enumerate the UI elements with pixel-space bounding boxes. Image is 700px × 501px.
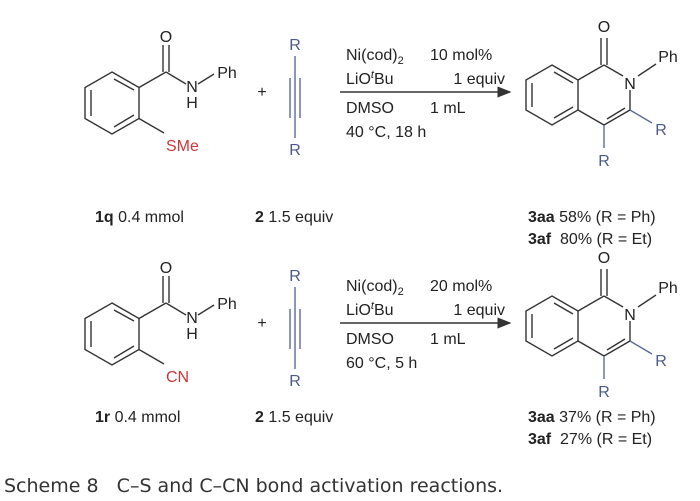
base-suffix: Bu (374, 302, 394, 319)
solvent: DMSO (346, 100, 394, 117)
substrate-label: 1q 0.4 mmol (95, 209, 184, 226)
plus-sign: + (257, 315, 266, 332)
alkyne-r-top: R (289, 268, 301, 285)
product-oxygen: O (598, 250, 610, 267)
base: LiO (346, 71, 371, 88)
yield-3aa: 3aa 58% (R = Ph) (528, 209, 656, 226)
product-r4: R (598, 153, 610, 170)
yield-3af: 3af 80% (R = Et) (528, 231, 652, 248)
product-nitrogen: N (624, 307, 636, 324)
amide-hydrogen: H (186, 95, 198, 112)
alkyne-r-bottom: R (289, 142, 301, 159)
alkyne-label: 2 1.5 equiv (255, 209, 333, 226)
product-r3: R (655, 122, 667, 139)
alkyne-r-bottom: R (289, 373, 301, 390)
solvent-amount: 1 mL (430, 331, 466, 348)
product-phenyl: Ph (658, 49, 678, 66)
base-superscript: t (371, 300, 375, 312)
catalyst: Ni(cod) (346, 278, 398, 295)
svg-text:Ni(cod)2: Ni(cod)2 (346, 47, 404, 67)
alkyne-label: 2 1.5 equiv (255, 409, 333, 426)
leaving-group-label: CN (166, 369, 189, 386)
svg-text:LiOtBu: LiOtBu (346, 69, 394, 88)
yield-3af: 3af 27% (R = Et) (528, 431, 652, 448)
carbonyl-oxygen: O (160, 260, 172, 277)
base-amount: 1 equiv (453, 71, 505, 88)
product-nitrogen: N (624, 76, 636, 93)
catalyst-amount: 10 mol% (430, 47, 492, 64)
conditions: Ni(cod)2 10 mol% LiOtBu 1 equiv DMSO 1 m… (346, 47, 505, 141)
phenyl-label: Ph (217, 296, 237, 313)
carbonyl-oxygen: O (160, 29, 172, 46)
reaction-1: O N H Ph SMe + R R Ni(cod)2 10 mol% LiOt… (85, 19, 678, 248)
svg-text:LiOtBu: LiOtBu (346, 300, 394, 319)
reaction-2: O N H Ph CN + R R Ni(cod)2 20 mol% LiOtB… (85, 250, 678, 448)
amide-hydrogen: H (186, 326, 198, 343)
solvent: DMSO (346, 331, 394, 348)
base-superscript: t (371, 69, 375, 81)
figure-caption: Scheme 8 C–S and C–CN bond activation re… (4, 475, 503, 497)
leaving-group-label: SMe (166, 138, 199, 155)
product-oxygen: O (598, 19, 610, 36)
temperature-time: 40 °C, 18 h (346, 124, 426, 141)
yield-3aa: 3aa 37% (R = Ph) (528, 409, 656, 426)
base: LiO (346, 302, 371, 319)
catalyst-subscript: 2 (398, 55, 404, 67)
amide-nitrogen: N (186, 310, 198, 327)
product-phenyl: Ph (658, 280, 678, 297)
catalyst-subscript: 2 (398, 286, 404, 298)
product-r3: R (655, 353, 667, 370)
catalyst-amount: 20 mol% (430, 278, 492, 295)
plus-sign: + (257, 84, 266, 101)
svg-text:Ni(cod)2: Ni(cod)2 (346, 278, 404, 298)
amide-nitrogen: N (186, 79, 198, 96)
temperature-time: 60 °C, 5 h (346, 355, 417, 372)
phenyl-label: Ph (217, 65, 237, 82)
base-suffix: Bu (374, 71, 394, 88)
conditions: Ni(cod)2 20 mol% LiOtBu 1 equiv DMSO 1 m… (346, 278, 505, 372)
base-amount: 1 equiv (453, 302, 505, 319)
substrate-label: 1r 0.4 mmol (95, 409, 180, 426)
alkyne-r-top: R (289, 37, 301, 54)
solvent-amount: 1 mL (430, 100, 466, 117)
catalyst: Ni(cod) (346, 47, 398, 64)
product-r4: R (598, 384, 610, 401)
